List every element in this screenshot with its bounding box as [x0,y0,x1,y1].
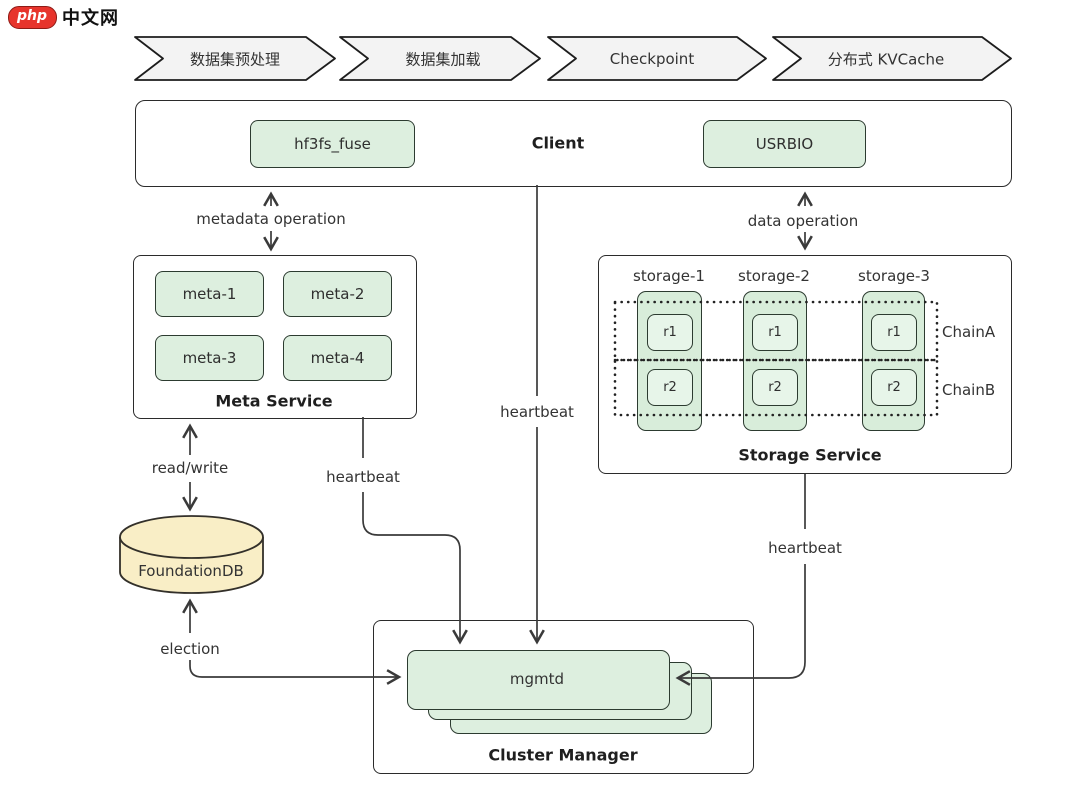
storage-node-2: r1 r2 [743,291,807,431]
replica-r1: r1 [752,314,798,351]
metadata-operation-label: metadata operation [196,210,346,228]
pipeline-step-4: 分布式 KVCache [827,50,945,69]
database-cylinder-icon [119,515,264,594]
pipeline-step-3: Checkpoint [609,50,695,68]
replica-r2: r2 [871,369,917,406]
pipeline-step-1: 数据集预处理 [189,50,281,69]
chain-a-label: ChainA [942,323,996,341]
meta-node-3: meta-3 [155,335,264,381]
pipeline-step-2: 数据集加载 [405,50,481,69]
election-to-mgmtd-arrow [189,660,399,677]
chain-b-label: ChainB [942,381,996,399]
logo-php-badge: php [8,5,58,29]
data-operation-label: data operation [747,212,859,230]
storage-node-1: r1 r2 [637,291,702,431]
read-write-label: read/write [151,459,229,477]
replica-r2: r2 [647,369,693,406]
usrbio-node: USRBIO [703,120,866,168]
client-heartbeat-label: heartbeat [500,403,574,421]
client-title: Client [531,133,585,153]
mgmtd-node [407,650,670,710]
meta-node-1: meta-1 [155,271,264,317]
storage-service-title: Storage Service [738,445,882,465]
storage-node-1-label: storage-1 [633,267,705,285]
foundationdb-label: FoundationDB [138,562,244,580]
storage-node-3-label: storage-3 [858,267,930,285]
meta-node-2: meta-2 [283,271,392,317]
election-label: election [160,640,220,658]
cluster-manager-title: Cluster Manager [488,745,638,765]
meta-service-title: Meta Service [215,391,333,411]
site-logo[interactable]: php 中文网 [8,4,119,30]
logo-site-name: 中文网 [62,8,120,29]
meta-node-4: meta-4 [283,335,392,381]
mgmtd-label: mgmtd [509,670,565,688]
replica-r1: r1 [647,314,693,351]
storage-heartbeat-label: heartbeat [768,539,842,557]
replica-r2: r2 [752,369,798,406]
replica-r1: r1 [871,314,917,351]
meta-heartbeat-label: heartbeat [326,468,400,486]
hf3fs-fuse-node: hf3fs_fuse [250,120,415,168]
storage-node-3: r1 r2 [862,291,925,431]
storage-node-2-label: storage-2 [738,267,810,285]
